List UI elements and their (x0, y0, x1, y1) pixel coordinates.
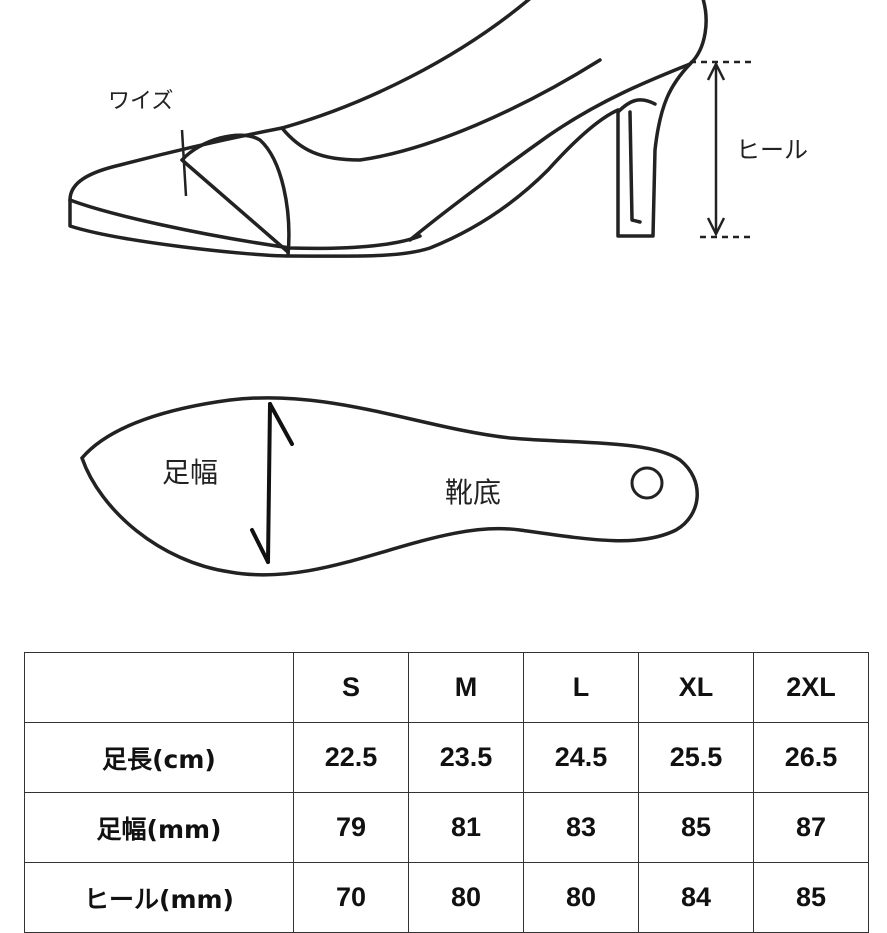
insole-hole-icon (630, 466, 664, 500)
heel-label: ヒール (736, 136, 808, 164)
shoe-diagram: ワイズ ヒール 足幅 靴底 (68, 0, 808, 577)
width-indicator (180, 129, 188, 197)
table-cell: 70 (293, 862, 409, 933)
width-label: ワイズ (108, 89, 173, 114)
row-label-foot-width: 足幅(mm) (24, 792, 294, 863)
size-header-2xl: 2XL (753, 652, 869, 723)
size-header-xl: XL (638, 652, 754, 723)
shoe-topline (280, 58, 602, 162)
table-cell: 80 (523, 862, 639, 933)
shoe-sole (68, 108, 620, 258)
shoe-heel (616, 62, 692, 238)
table-cell: 80 (408, 862, 524, 933)
foot-width-label: 足幅 (162, 456, 218, 489)
shoe-heel-inner (628, 110, 642, 224)
shoe-upper-outline (68, 0, 531, 202)
heel-height-indicator (690, 60, 752, 239)
size-header-m: M (408, 652, 524, 723)
table-corner-cell (24, 652, 294, 723)
size-chart-table: S M L XL 2XL 足長(cm) 22.5 23.5 24.5 25.5 … (24, 652, 869, 933)
width-diagonal (180, 158, 290, 254)
table-cell: 23.5 (408, 722, 524, 793)
table-row: ヒール(mm) 70 80 80 84 85 (24, 862, 869, 933)
table-cell: 81 (408, 792, 524, 863)
table-header-row: S M L XL 2XL (24, 652, 869, 723)
table-cell: 85 (638, 792, 754, 863)
row-label-foot-length: 足長(cm) (24, 722, 294, 793)
width-curve (180, 133, 291, 257)
table-cell: 26.5 (753, 722, 869, 793)
table-cell: 79 (293, 792, 409, 863)
foot-width-arrow (250, 402, 294, 564)
size-header-l: L (523, 652, 639, 723)
row-label-heel: ヒール(mm) (24, 862, 294, 933)
pump-illustration (68, 0, 708, 258)
size-header-s: S (293, 652, 409, 723)
table-cell: 84 (638, 862, 754, 933)
table-cell: 25.5 (638, 722, 754, 793)
table-cell: 22.5 (293, 722, 409, 793)
table-row: 足長(cm) 22.5 23.5 24.5 25.5 26.5 (24, 722, 869, 793)
shoe-back-outline (408, 0, 708, 242)
sole-label: 靴底 (445, 476, 501, 509)
table-row: 足幅(mm) 79 81 83 85 87 (24, 792, 869, 863)
table-cell: 87 (753, 792, 869, 863)
insole-outline (80, 396, 699, 577)
table-cell: 85 (753, 862, 869, 933)
shoe-sole-edge (68, 198, 422, 251)
table-cell: 24.5 (523, 722, 639, 793)
table-cell: 83 (523, 792, 639, 863)
